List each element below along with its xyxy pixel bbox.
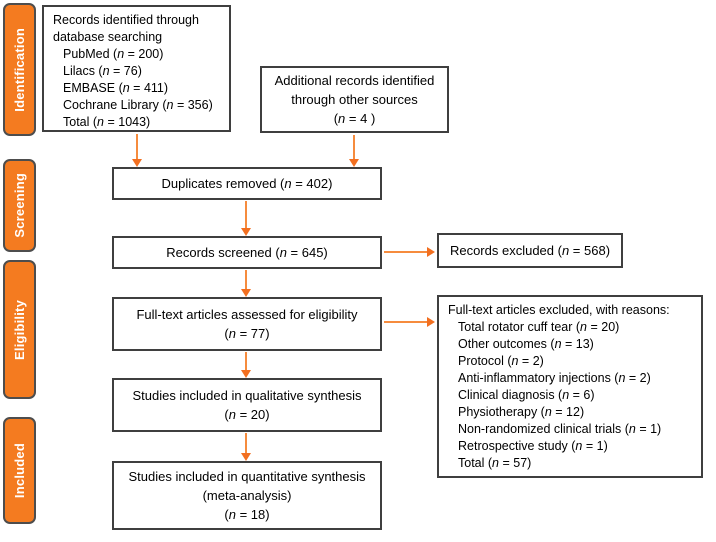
box-duplicates-removed: Duplicates removed (n = 402) [112,167,382,200]
arrow-additional-to-duplicates [349,135,359,167]
box-records-identified: Records identified through database sear… [42,5,231,132]
box-line: Protocol (n = 2) [458,354,544,368]
box-line: Studies included in quantitative synthes… [128,469,366,484]
box-line: through other sources [291,92,418,107]
box-line: EMBASE (n = 411) [63,81,169,95]
box-line: Total (n = 57) [458,456,532,470]
box-additional-records: Additional records identified through oth… [260,66,449,133]
box-line: (meta-analysis) [202,488,292,503]
box-fulltext-assessed: Full-text articles assessed for eligibil… [112,297,382,351]
box-lines: Studies included in qualitative synthesi… [114,386,380,424]
box-line: Cochrane Library (n = 356) [63,98,213,112]
box-records-excluded: Records excluded (n = 568) [437,233,623,268]
box-line: PubMed (n = 200) [63,47,164,61]
box-line: Additional records identified [274,73,435,88]
box-line: Duplicates removed (n = 402) [161,176,333,191]
stage-tab-label: Included [12,442,27,499]
box-line: Studies included in qualitative synthesi… [132,388,362,403]
stage-tab-label: Identification [12,27,27,112]
stage-tab-identification: Identification [3,3,36,136]
box-item-list: Total rotator cuff tear (n = 20) Other ou… [448,319,695,472]
arrow-fulltext-to-reasons [384,317,435,327]
box-lines: Additional records identified through oth… [262,71,447,128]
stage-tab-eligibility: Eligibility [3,260,36,399]
box-lines: Studies included in quantitative synthes… [114,467,380,524]
box-line: Records screened (n = 645) [166,245,328,260]
box-lines: Full-text articles assessed for eligibil… [114,305,380,343]
stage-tab-screening: Screening [3,159,36,252]
box-line: (n = 18) [224,507,270,522]
arrow-fulltext-to-qualitative [241,352,251,378]
stage-tab-included: Included [3,417,36,524]
box-line: Clinical diagnosis (n = 6) [458,388,595,402]
arrow-screened-to-excluded [384,247,435,257]
arrow-qualitative-to-quantitative [241,433,251,461]
box-line: Records excluded (n = 568) [449,243,611,258]
box-line: Physiotherapy (n = 12) [458,405,585,419]
arrow-identified-to-duplicates [132,134,142,167]
box-fulltext-excluded-reasons: Full-text articles excluded, with reason… [437,295,703,478]
box-heading: Records identified through database sear… [53,13,199,44]
box-heading: Full-text articles excluded, with reason… [448,303,670,317]
box-line: Lilacs (n = 76) [63,64,142,78]
box-line: Non-randomized clinical trials (n = 1) [458,422,662,436]
box-line: (n = 4 ) [333,111,376,126]
box-qualitative-synthesis: Studies included in qualitative synthesi… [112,378,382,432]
box-line: Total rotator cuff tear (n = 20) [458,320,620,334]
stage-tab-label: Screening [12,173,27,238]
box-line: Anti-inflammatory injections (n = 2) [458,371,651,385]
arrow-screened-to-fulltext [241,270,251,297]
box-line: Full-text articles assessed for eligibil… [136,307,358,322]
box-line: (n = 77) [224,326,270,341]
box-line: Other outcomes (n = 13) [458,337,594,351]
stage-tab-label: Eligibility [12,299,27,360]
box-line: Total (n = 1043) [63,115,151,129]
box-line: (n = 20) [224,407,270,422]
box-line: Retrospective study (n = 1) [458,439,608,453]
arrow-duplicates-to-screened [241,201,251,236]
box-quantitative-synthesis: Studies included in quantitative synthes… [112,461,382,530]
box-records-screened: Records screened (n = 645) [112,236,382,269]
box-item-list: PubMed (n = 200) Lilacs (n = 76) EMBASE (n… [53,46,223,131]
